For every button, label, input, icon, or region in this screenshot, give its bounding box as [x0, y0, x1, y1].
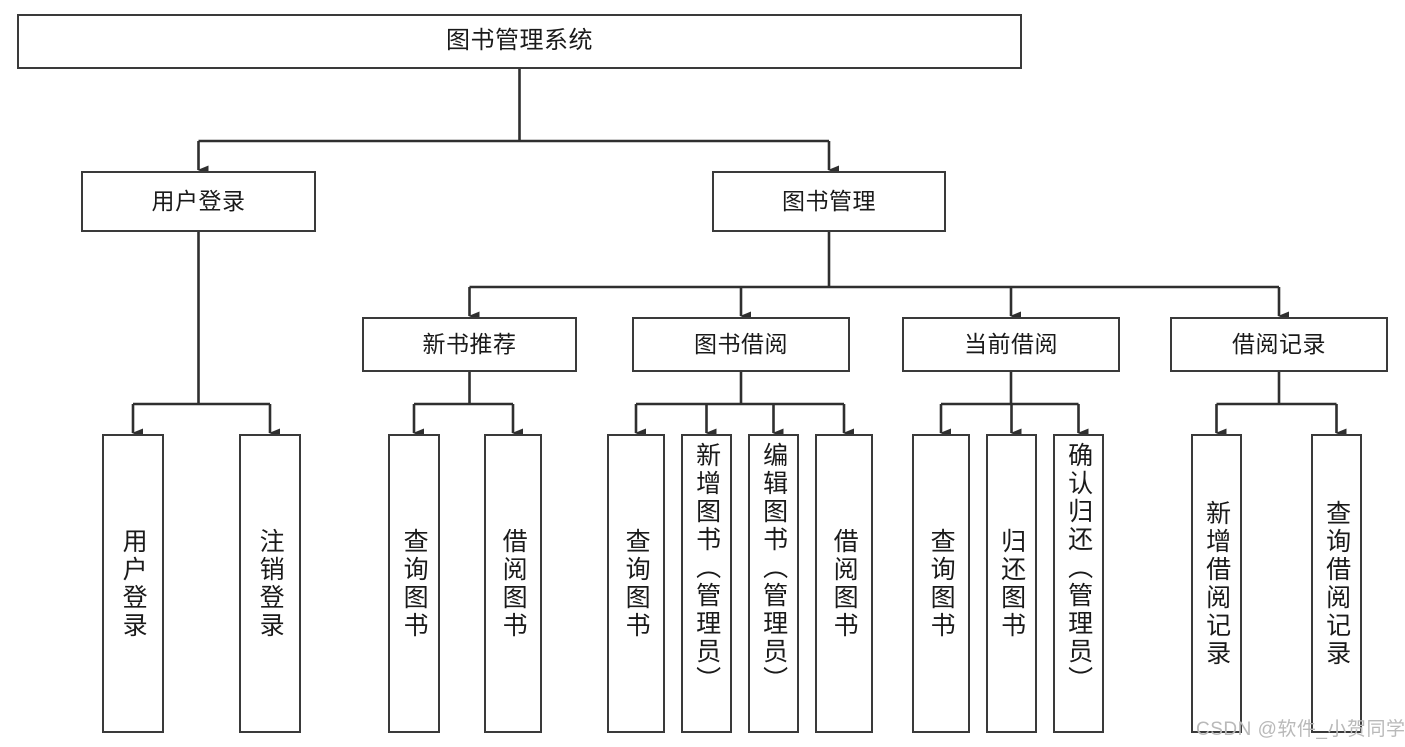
node-leaf-borrow-edit-book-label: 编辑图书（管理员）: [759, 442, 788, 694]
node-leaf-borrow-query-book-label: 查询图书: [622, 527, 651, 640]
node-book-manage-label: 图书管理: [782, 187, 876, 214]
node-leaf-recommend-borrow-book[interactable]: 借阅图书: [484, 434, 542, 733]
node-leaf-user-login[interactable]: 用户登录: [102, 434, 164, 733]
node-leaf-record-query-label: 查询借阅记录: [1322, 499, 1351, 668]
node-borrow-record-label: 借阅记录: [1232, 330, 1326, 357]
node-leaf-current-return-book-label: 归还图书: [997, 527, 1026, 640]
node-user-login-label: 用户登录: [151, 187, 246, 214]
node-leaf-record-add-label: 新增借阅记录: [1202, 499, 1231, 668]
node-leaf-user-logout-label: 注销登录: [256, 527, 285, 640]
node-leaf-current-confirm-return[interactable]: 确认归还（管理员）: [1053, 434, 1104, 733]
node-leaf-user-logout[interactable]: 注销登录: [239, 434, 301, 733]
node-new-book-recommend-label: 新书推荐: [422, 330, 517, 357]
node-leaf-user-login-label: 用户登录: [119, 527, 148, 640]
node-leaf-borrow-borrow-book[interactable]: 借阅图书: [815, 434, 873, 733]
node-leaf-recommend-borrow-book-label: 借阅图书: [499, 527, 528, 640]
node-leaf-current-confirm-return-label: 确认归还（管理员）: [1064, 442, 1093, 694]
node-current-borrow-label: 当前借阅: [964, 330, 1058, 357]
node-leaf-record-add[interactable]: 新增借阅记录: [1191, 434, 1242, 733]
node-leaf-record-query[interactable]: 查询借阅记录: [1311, 434, 1362, 733]
node-leaf-current-query-book[interactable]: 查询图书: [912, 434, 970, 733]
node-leaf-current-return-book[interactable]: 归还图书: [986, 434, 1037, 733]
node-root-label: 图书管理系统: [446, 27, 593, 55]
node-user-login[interactable]: 用户登录: [81, 171, 316, 232]
node-leaf-borrow-borrow-book-label: 借阅图书: [830, 527, 859, 640]
node-book-borrow[interactable]: 图书借阅: [632, 317, 850, 372]
node-leaf-recommend-query-book[interactable]: 查询图书: [388, 434, 440, 733]
node-current-borrow[interactable]: 当前借阅: [902, 317, 1120, 372]
node-leaf-current-query-book-label: 查询图书: [927, 527, 956, 640]
node-book-manage[interactable]: 图书管理: [712, 171, 946, 232]
node-leaf-borrow-edit-book[interactable]: 编辑图书（管理员）: [748, 434, 799, 733]
node-leaf-borrow-add-book-label: 新增图书（管理员）: [692, 442, 721, 694]
node-new-book-recommend[interactable]: 新书推荐: [362, 317, 577, 372]
node-leaf-borrow-query-book[interactable]: 查询图书: [607, 434, 665, 733]
node-leaf-borrow-add-book[interactable]: 新增图书（管理员）: [681, 434, 732, 733]
node-leaf-recommend-query-book-label: 查询图书: [400, 527, 429, 640]
node-borrow-record[interactable]: 借阅记录: [1170, 317, 1388, 372]
watermark: CSDN @软件_小贺同学: [1196, 719, 1405, 740]
node-root[interactable]: 图书管理系统: [17, 14, 1022, 69]
node-book-borrow-label: 图书借阅: [694, 330, 788, 357]
